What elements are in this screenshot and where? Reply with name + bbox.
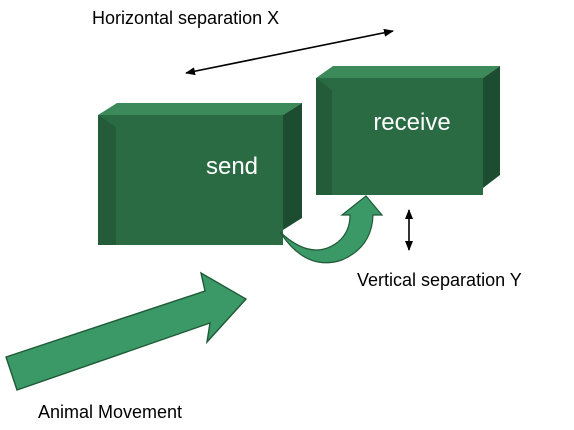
send-box-side (283, 103, 302, 230)
send-box: send (98, 103, 302, 245)
send-box-top (98, 103, 302, 115)
receive-box-top (316, 66, 500, 78)
block-arrow-icon (5, 271, 248, 391)
receive-box: receive (316, 66, 500, 195)
animal-movement-label: Animal Movement (38, 402, 182, 422)
receive-box-left-shade (316, 78, 332, 195)
receive-box-label: receive (373, 109, 450, 136)
curved-arrow-icon (279, 195, 384, 264)
vertical-separation-label: Vertical separation Y (357, 270, 522, 290)
receive-box-front (316, 78, 483, 195)
horizontal-separation-label: Horizontal separation X (92, 8, 279, 28)
receive-box-side (483, 66, 500, 188)
send-box-label: send (206, 153, 258, 180)
horizontal-separation-arrow (185, 28, 394, 76)
send-box-front (98, 115, 283, 245)
send-box-left-shade (98, 115, 116, 245)
